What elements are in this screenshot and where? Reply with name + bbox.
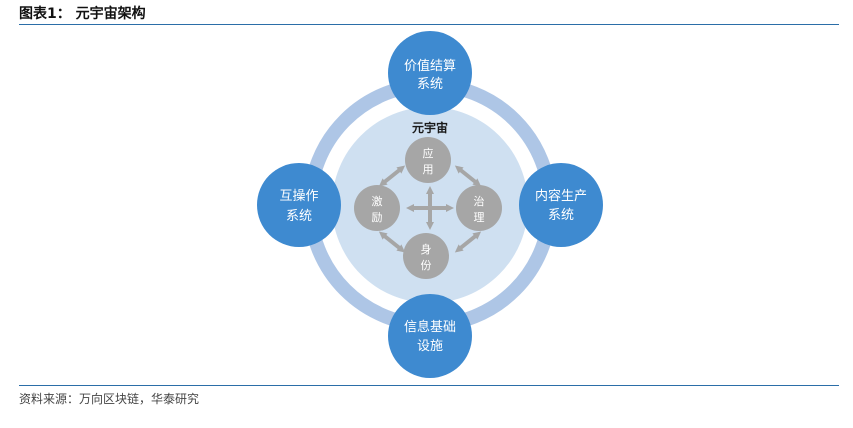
arrows [378,165,482,253]
inner-node-governance: 治 理 [456,185,502,231]
inner-node-identity-line1: 身 [421,242,432,256]
outer-node-value-settlement-line1: 价值结算 [404,58,456,74]
outer-node-value-settlement: 价值结算 系统 [388,31,472,115]
inner-node-identity-line2: 份 [421,259,432,272]
outer-node-interoperability-line2: 系统 [286,209,312,224]
source-divider [19,385,839,386]
arrow-top-left [378,165,406,187]
inner-node-application: 应 用 [405,137,451,183]
figure-title: 图表1： 元宇宙架构 [19,6,146,22]
inner-node-application-line2: 用 [423,163,434,176]
outer-node-interoperability-line1: 互操作 [279,188,318,204]
inner-node-incentive: 激 励 [354,185,400,231]
source-note: 资料来源：万向区块链，华泰研究 [19,392,200,406]
outer-node-information-infrastructure-line2: 设施 [417,339,443,354]
inner-node-application-line1: 应 [423,146,434,160]
inner-node-governance-line2: 理 [474,211,485,224]
outer-node-content-production: 内容生产 系统 [519,163,603,247]
outer-node-content-production-line2: 系统 [548,208,574,223]
outer-node-information-infrastructure: 信息基础 设施 [388,294,472,378]
inner-node-identity: 身 份 [403,233,449,279]
outer-node-interoperability: 互操作 系统 [257,163,341,247]
inner-node-incentive-line2: 励 [372,211,383,224]
outer-node-value-settlement-line2: 系统 [417,77,443,92]
arrow-bottom-left [378,231,406,253]
arrow-bottom-right [454,231,482,253]
inner-node-incentive-line1: 激 [372,194,383,208]
center-label: 元宇宙 [412,120,448,135]
title-divider [19,24,839,25]
outer-node-content-production-line1: 内容生产 [535,188,587,204]
outer-node-information-infrastructure-line1: 信息基础 [404,319,456,335]
inner-node-governance-line1: 治 [474,194,485,208]
arrow-top-right [454,165,482,187]
